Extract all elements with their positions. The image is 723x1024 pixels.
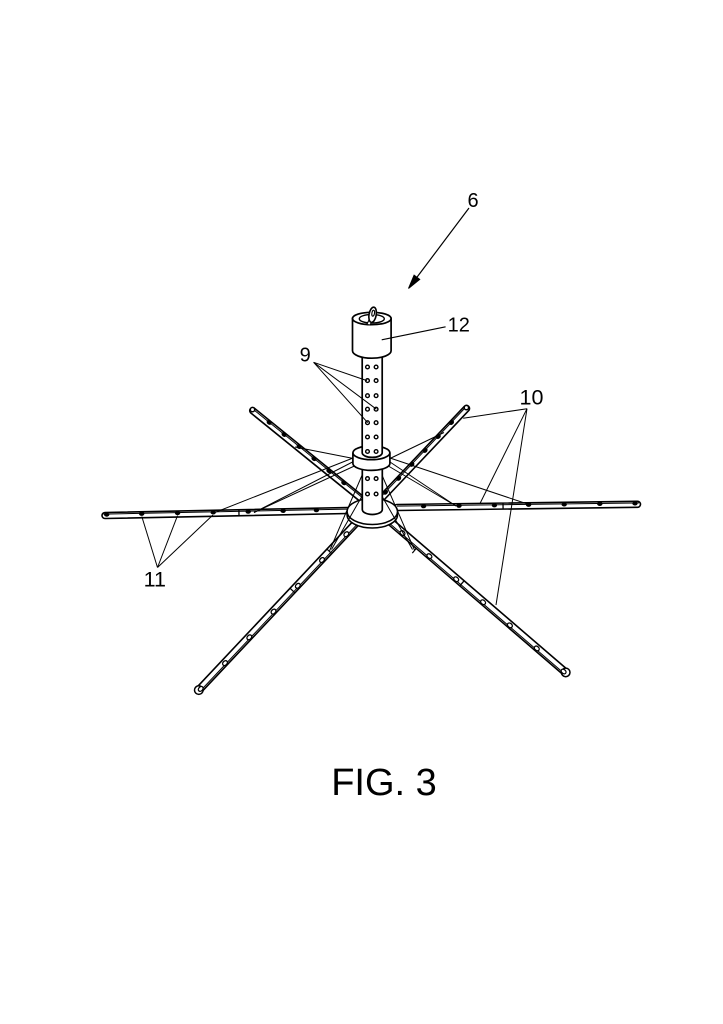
svg-text:9: 9 (300, 345, 311, 367)
svg-text:FIG. 3: FIG. 3 (331, 762, 437, 804)
svg-text:11: 11 (144, 568, 166, 592)
svg-text:10: 10 (520, 386, 544, 410)
svg-text:12: 12 (448, 315, 470, 337)
svg-text:6: 6 (467, 190, 478, 212)
